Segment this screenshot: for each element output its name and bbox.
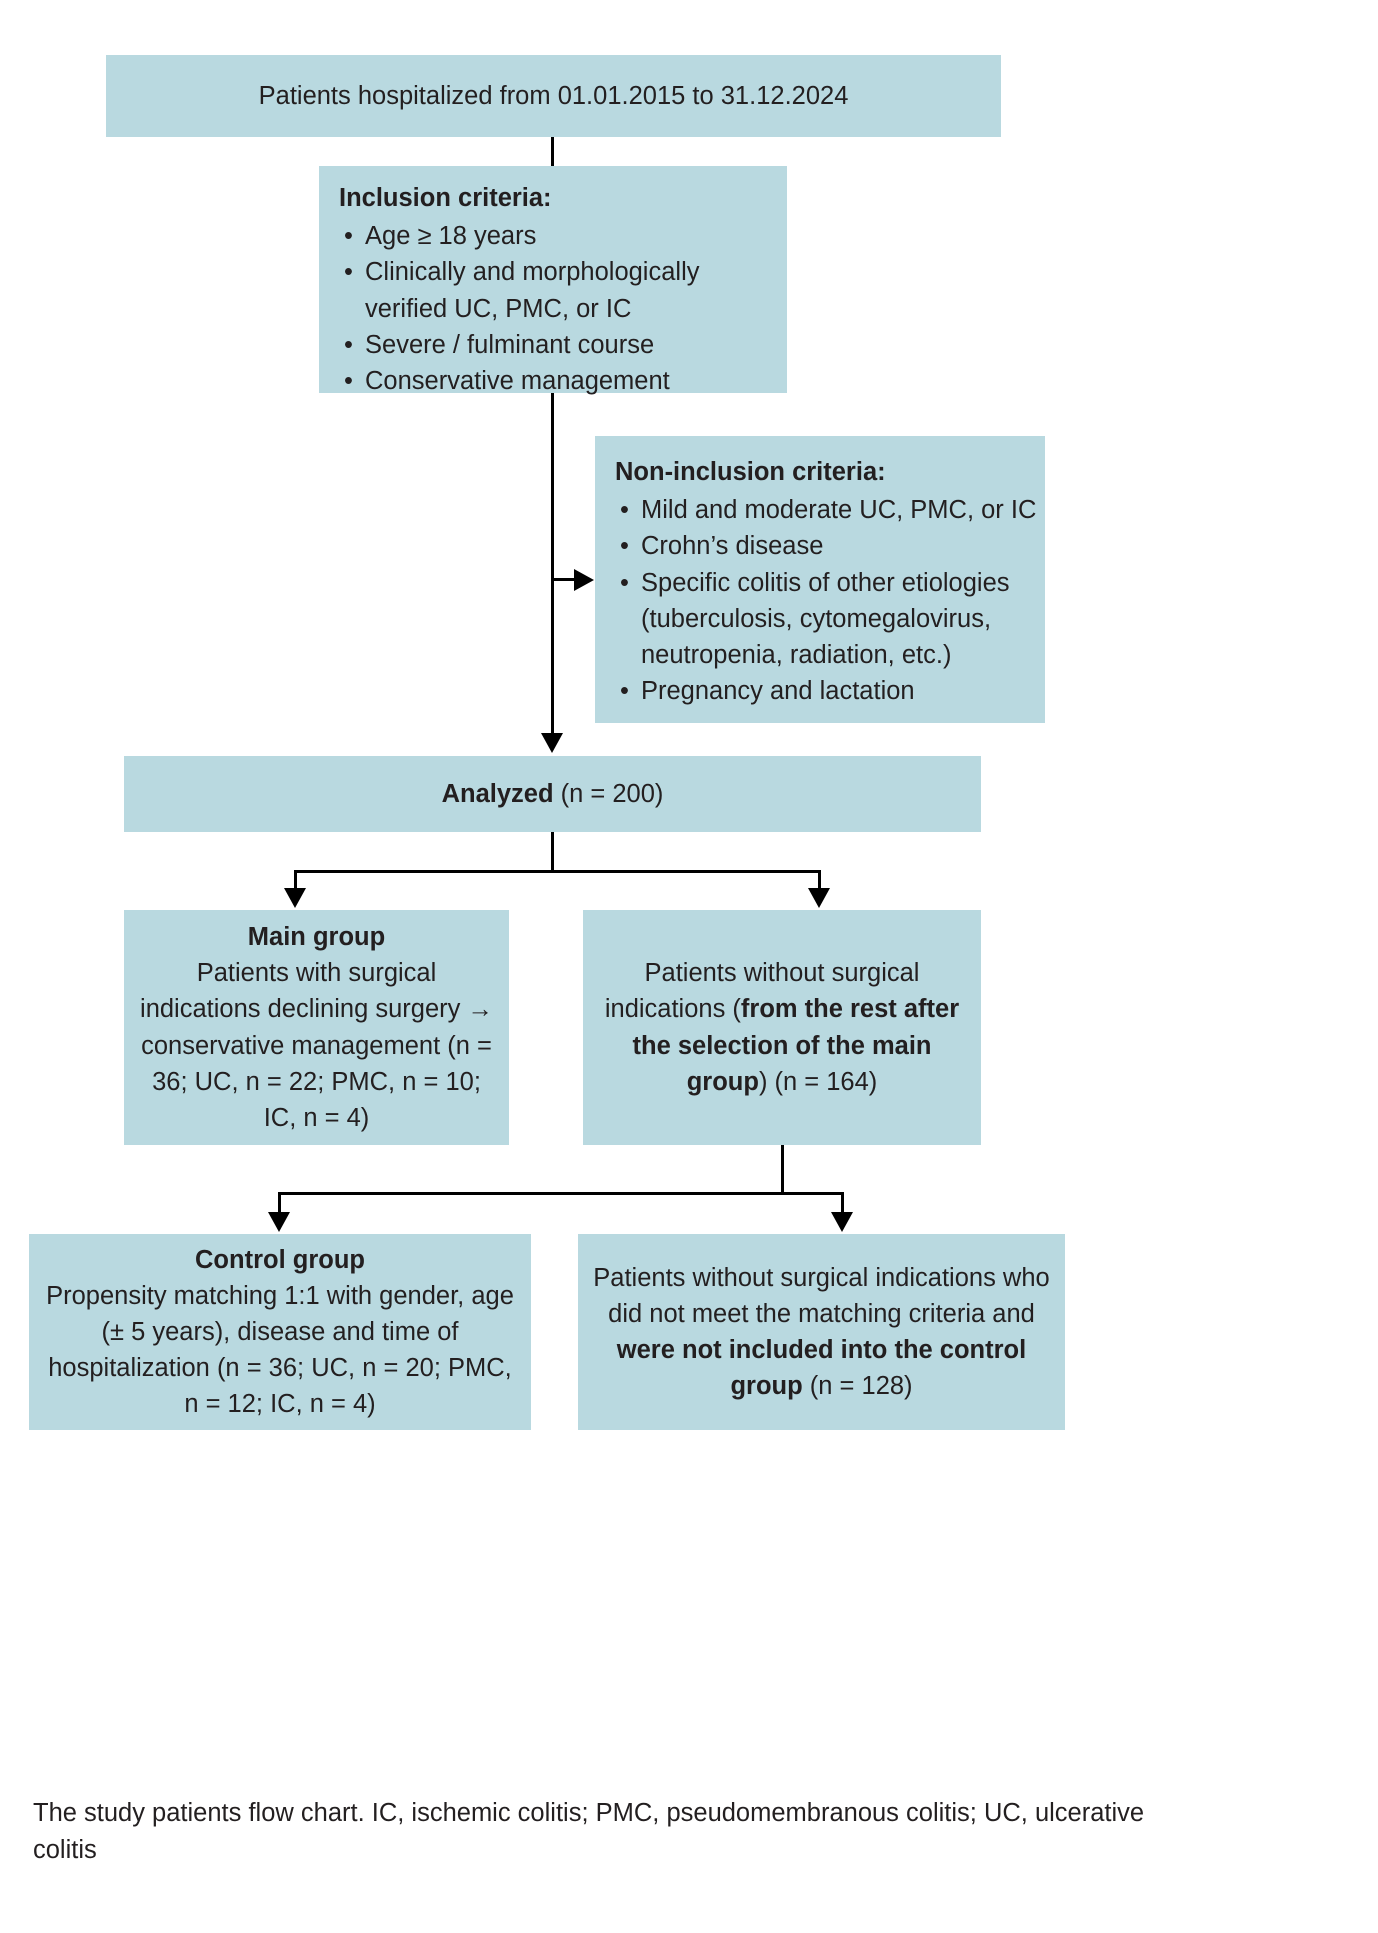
node-no-surgical-indications-text: Patients without surgical indications (f… [599, 955, 965, 1100]
node-control-group-title: Control group [195, 1242, 365, 1278]
not-included-part1: Patients without surgical indications wh… [593, 1263, 1050, 1328]
connector-analyzed-left-drop [294, 870, 297, 890]
not-included-part2: were not included into the control group [616, 1336, 1027, 1401]
list-item: Conservative management [344, 363, 787, 399]
list-item: Mild and moderate UC, PMC, or IC [620, 492, 1045, 528]
node-inclusion-criteria: Inclusion criteria: Age ≥ 18 years Clini… [319, 166, 787, 399]
list-item: Severe / fulminant course [344, 327, 787, 363]
arrowhead-to-no-surgical-indications [808, 888, 830, 908]
arrowhead-to-non-inclusion [574, 569, 594, 591]
no-surg-part1: Patients without surgical indications ( [604, 959, 920, 1024]
node-not-included-text: Patients without surgical indications wh… [592, 1260, 1051, 1405]
connector-analyzed-right-drop [818, 870, 821, 890]
control-group-title-text: Control group [195, 1245, 365, 1274]
node-not-included: Patients without surgical indications wh… [578, 1234, 1065, 1430]
list-item: Crohn’s disease [620, 528, 1045, 564]
arrowhead-to-not-included [831, 1212, 853, 1232]
node-control-group: Control group Propensity matching 1:1 wi… [29, 1234, 531, 1430]
node-no-surgical-indications: Patients without surgical indications (f… [583, 910, 981, 1145]
figure-caption: The study patients flow chart. IC, ische… [33, 1799, 1145, 1864]
inclusion-criteria-list: Age ≥ 18 years Clinically and morphologi… [339, 218, 787, 399]
node-analyzed: Analyzed (n = 200) [124, 756, 981, 832]
inclusion-criteria-title: Inclusion criteria: [339, 184, 552, 212]
connector-no-surg-right-drop [841, 1192, 844, 1214]
connector-no-surg-split [278, 1192, 844, 1195]
no-surg-part3: ) (n = 164) [758, 1067, 878, 1096]
connector-analyzed-split [294, 870, 821, 873]
node-main-group: Main group Patients with surgical indica… [124, 910, 509, 1145]
list-item: Pregnancy and lactation [620, 673, 1045, 709]
arrowhead-to-main-group [284, 888, 306, 908]
node-main-group-title: Main group [248, 919, 385, 955]
connector-no-surg-left-drop [278, 1192, 281, 1214]
non-inclusion-criteria-title: Non-inclusion criteria: [615, 458, 886, 486]
list-item: Clinically and morphologically verified … [344, 254, 787, 326]
connector-inclusion-to-analyzed [551, 393, 554, 733]
not-included-part3: (n = 128) [802, 1372, 913, 1401]
no-surg-part2: from the rest after the selection of the… [632, 995, 960, 1096]
node-analyzed-text: Analyzed (n = 200) [442, 776, 664, 812]
node-main-group-body: Patients with surgical indications decli… [140, 959, 493, 1132]
connector-hospitalized-to-inclusion [551, 137, 554, 166]
connector-analyzed-stem [551, 832, 554, 872]
node-control-group-body: Propensity matching 1:1 with gender, age… [46, 1281, 514, 1419]
main-group-title-text: Main group [247, 922, 386, 951]
node-patients-hospitalized-text: Patients hospitalized from 01.01.2015 to… [258, 81, 849, 110]
arrowhead-to-control-group [268, 1212, 290, 1232]
list-item: Specific colitis of other etiologies (tu… [620, 565, 1045, 674]
connector-to-non-inclusion [551, 578, 575, 581]
node-analyzed-label: Analyzed [441, 779, 554, 808]
list-item: Age ≥ 18 years [344, 218, 787, 254]
non-inclusion-criteria-list: Mild and moderate UC, PMC, or IC Crohn’s… [615, 492, 1045, 709]
arrowhead-to-analyzed [541, 733, 563, 753]
node-non-inclusion-criteria: Non-inclusion criteria: Mild and moderat… [595, 436, 1045, 723]
node-analyzed-count: (n = 200) [553, 779, 664, 808]
node-patients-hospitalized: Patients hospitalized from 01.01.2015 to… [106, 55, 1001, 137]
connector-no-surg-stem [781, 1145, 784, 1195]
